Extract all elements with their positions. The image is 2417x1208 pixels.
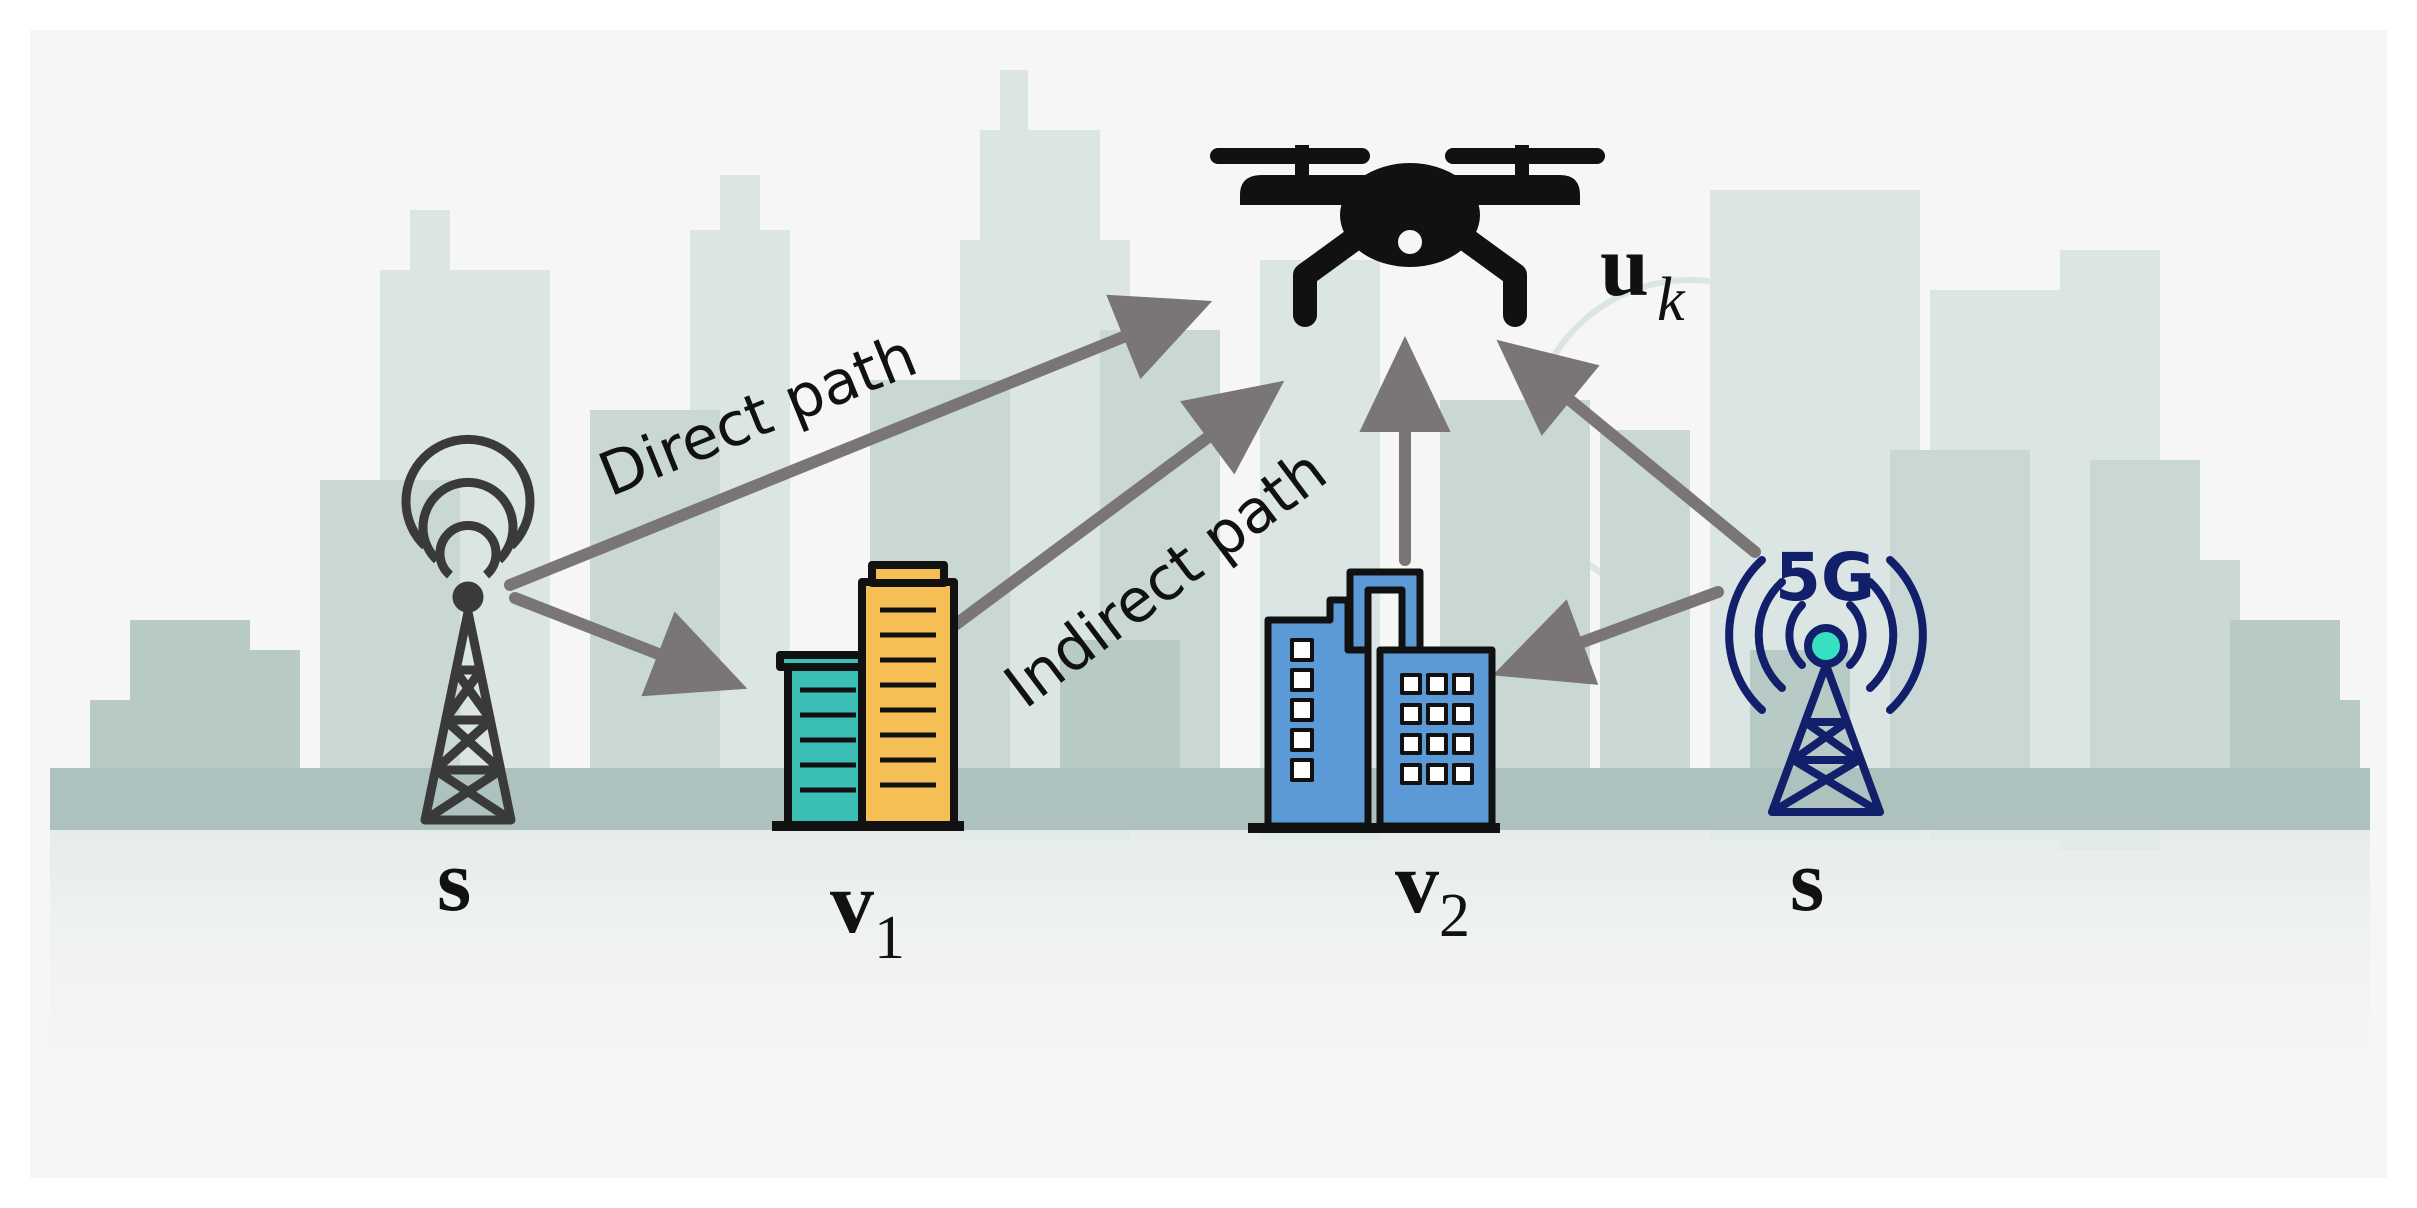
signal-arrows xyxy=(504,294,1761,697)
5g-tower-icon xyxy=(1725,556,1927,816)
skyline-reflection xyxy=(50,830,2370,1130)
arrow-left-source-to-v1 xyxy=(509,592,748,697)
arrow-v1-to-uav xyxy=(949,380,1285,631)
5g-label: 5G xyxy=(1775,539,1875,616)
skyscraper-icon xyxy=(772,561,964,831)
radio-tower-icon xyxy=(401,434,535,825)
label-v2: v2 xyxy=(1395,835,1470,950)
arrow-direct-path xyxy=(504,294,1213,591)
drone-icon xyxy=(1210,145,1605,327)
arrow-right-source-to-uav xyxy=(1496,339,1761,558)
office-building-icon xyxy=(1248,568,1500,833)
label-v1: v1 xyxy=(830,855,905,972)
label-source-right: s xyxy=(1790,833,1824,930)
arrow-right-source-to-v2 xyxy=(1492,586,1724,685)
label-source-left: s xyxy=(437,833,471,930)
